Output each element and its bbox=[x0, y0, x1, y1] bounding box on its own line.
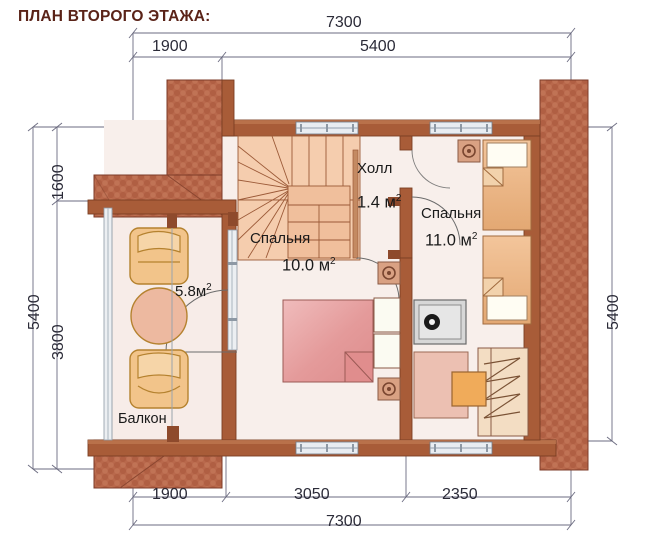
dim-top-outer: 7300 bbox=[326, 14, 362, 31]
bedroom2-name: Спальня bbox=[421, 205, 482, 222]
hall-area: 1.4 м2 bbox=[357, 193, 402, 212]
dim-bottom-3050: 3050 bbox=[294, 486, 330, 503]
furniture bbox=[129, 139, 532, 437]
bedroom1-name: Спальня bbox=[250, 230, 311, 247]
windows bbox=[103, 121, 493, 455]
balcony-area: 5.8м2 bbox=[175, 282, 212, 300]
page-title: ПЛАН ВТОРОГО ЭТАЖА: bbox=[18, 8, 211, 25]
dim-bottom-outer: 7300 bbox=[326, 513, 362, 530]
dim-left-outer: 5400 bbox=[26, 294, 43, 330]
room-label-bedroom-1: Спальня 10.0 м2 bbox=[250, 230, 336, 276]
room-label-balcony: Балкон bbox=[118, 411, 167, 427]
staircase bbox=[237, 135, 361, 261]
dim-top-1900: 1900 bbox=[152, 38, 188, 55]
dim-bottom-2350: 2350 bbox=[442, 486, 478, 503]
balcony-area-label: 5.8м2 bbox=[175, 282, 212, 300]
rail-posts bbox=[111, 210, 179, 442]
dim-right-outer: 5400 bbox=[605, 294, 622, 330]
hall-name: Холл bbox=[357, 160, 393, 177]
bedroom1-area: 10.0 м2 bbox=[282, 256, 336, 275]
bedroom2-area: 11.0 м2 bbox=[425, 231, 478, 250]
balcony-name: Балкон bbox=[118, 411, 167, 427]
dim-bottom-1900: 1900 bbox=[152, 486, 188, 503]
brick-walls bbox=[93, 79, 589, 489]
room-label-bedroom-2: Спальня 11.0 м2 bbox=[421, 205, 481, 251]
dim-top-5400: 5400 bbox=[360, 38, 396, 55]
dim-left-1600: 1600 bbox=[50, 164, 67, 200]
room-label-hall: Холл 1.4 м2 bbox=[357, 160, 401, 213]
dim-left-3800: 3800 bbox=[50, 324, 67, 360]
